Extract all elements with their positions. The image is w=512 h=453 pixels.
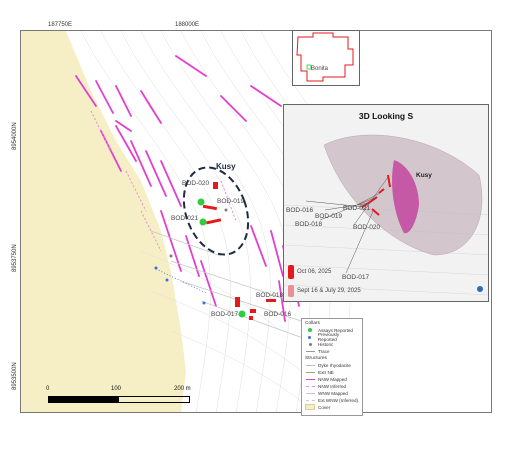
legend-item: Previously Reported xyxy=(305,332,359,342)
scale-label-0: 0 xyxy=(46,386,50,392)
scale-bar xyxy=(48,396,190,403)
collar-icon xyxy=(305,328,315,333)
legend-item: Cover xyxy=(305,404,359,410)
legend-item-label: NNW Inferred xyxy=(318,383,347,389)
collar-assays-2 xyxy=(199,218,207,226)
ore-body-core xyxy=(392,160,419,234)
structure-icon xyxy=(305,377,315,382)
inset-marker xyxy=(306,64,312,70)
panel-bod016: BOD-016 xyxy=(286,207,314,214)
label-bod018: BOD-018 xyxy=(256,292,284,299)
legend-item-label: NNW Mapped xyxy=(318,376,347,382)
panel-3d-canvas xyxy=(284,134,488,297)
panel-bod020: BOD-020 xyxy=(353,224,381,231)
kusy-label: Kusy xyxy=(216,162,236,171)
cover-icon xyxy=(305,404,315,410)
trace-bod016 xyxy=(249,316,253,320)
label-bod016: BOD-016 xyxy=(264,311,292,318)
legend-item-label: Cover xyxy=(318,404,331,410)
panel-bod019: BOD-019 xyxy=(315,213,343,220)
legend-item: NNW Inferred xyxy=(305,383,359,389)
location-inset: Bonita xyxy=(292,30,360,86)
structure-icon xyxy=(305,363,315,368)
legend-item: Historic xyxy=(305,341,359,347)
panel-3d: 3D Looking S Kusy BOD-016 BOD-019 BOD-01… xyxy=(283,104,489,302)
legend-item: Dyke rhyodacite xyxy=(305,362,359,368)
legend-item-label: Trace xyxy=(318,348,330,354)
collar-historic-2 xyxy=(169,254,173,258)
panel-3d-title: 3D Looking S xyxy=(358,111,414,121)
collar-assays-1 xyxy=(197,198,205,206)
collar-assays-3 xyxy=(238,310,246,318)
collar-previous-2 xyxy=(165,278,169,282)
coord-y-bottom: 8953500N xyxy=(12,362,18,390)
tenement-outline xyxy=(296,32,354,82)
label-bod021: BOD-021 xyxy=(171,215,199,222)
trace-bod021 xyxy=(205,218,222,225)
panel-bod021: BOD-021 xyxy=(343,205,371,212)
structure-icon xyxy=(305,391,315,396)
drill-traces xyxy=(202,182,276,320)
legend-structures-title: Structures xyxy=(305,356,327,361)
collar-icon xyxy=(305,342,315,347)
legend-item-label: Extr NE xyxy=(318,369,334,375)
legend-item: NNW Mapped xyxy=(305,376,359,382)
label-bod017: BOD-017 xyxy=(211,311,239,318)
coord-y-mid: 8953750N xyxy=(12,244,18,272)
coord-y-top: 8954000N xyxy=(12,122,18,150)
trace-bod017a xyxy=(235,297,240,307)
collar-icon xyxy=(305,335,315,340)
legend-item-label: WNW Mapped xyxy=(318,390,348,396)
legend-item: Extr NE xyxy=(305,369,359,375)
structure-icon xyxy=(305,384,315,389)
trace-bod018 xyxy=(266,299,276,302)
trace-bod019 xyxy=(202,204,218,211)
scale-label-200: 200 m xyxy=(174,386,191,392)
legend-sept-swatch xyxy=(288,285,294,297)
panel-legend-oct: Oct 06, 2025 xyxy=(297,269,332,275)
trace-line xyxy=(155,268,207,294)
inset-label: Bonita xyxy=(311,66,329,72)
legend-item: Assays Reported xyxy=(305,327,359,333)
collar-historic-1 xyxy=(224,208,228,212)
structure-icon xyxy=(305,398,315,403)
nnw-inferred xyxy=(90,110,237,252)
legend-item: WNW Mapped xyxy=(305,390,359,396)
map-legend: Collars Assays Reported Previously Repor… xyxy=(301,318,363,416)
north-icon xyxy=(477,286,483,292)
label-bod019: BOD-019 xyxy=(217,198,245,205)
label-bod020: BOD-020 xyxy=(182,180,210,187)
kusy-outline xyxy=(182,166,250,256)
legend-collars-title: Collars xyxy=(305,321,320,326)
legend-item: Ext WNW (Inferred) xyxy=(305,397,359,403)
coord-x-right: 188000E xyxy=(175,22,200,28)
scale-bar-fill xyxy=(49,397,119,402)
legend-item-label: Previously Reported xyxy=(317,332,340,342)
legend-item: Trace xyxy=(305,348,359,354)
trace-icon xyxy=(305,349,315,354)
legend-item-label: Assays Reported xyxy=(318,327,353,333)
panel-bod017: BOD-017 xyxy=(342,274,370,281)
scale-label-100: 100 xyxy=(111,386,122,392)
panel-kusy-label: Kusy xyxy=(416,172,432,179)
collars xyxy=(154,198,246,318)
structure-icon xyxy=(305,370,315,375)
trace-bod020 xyxy=(213,182,218,189)
legend-item-label: Historic xyxy=(318,341,334,347)
legend-item-label: Dyke rhyodacite xyxy=(318,362,351,368)
collar-previous-3 xyxy=(202,301,206,305)
legend-oct-swatch xyxy=(288,265,294,279)
inset-canvas xyxy=(296,32,354,82)
collar-previous-1 xyxy=(154,266,158,270)
panel-legend-sept: Sept 16 & July 29, 2025 xyxy=(297,288,361,294)
coord-x-left: 187750E xyxy=(48,22,73,28)
cover-area xyxy=(21,31,186,412)
panel-bod018: BOD-018 xyxy=(295,221,323,228)
wnw-structures xyxy=(150,230,312,342)
trace-bod017b xyxy=(250,309,256,313)
legend-item-label: Ext WNW (Inferred) xyxy=(318,397,359,403)
